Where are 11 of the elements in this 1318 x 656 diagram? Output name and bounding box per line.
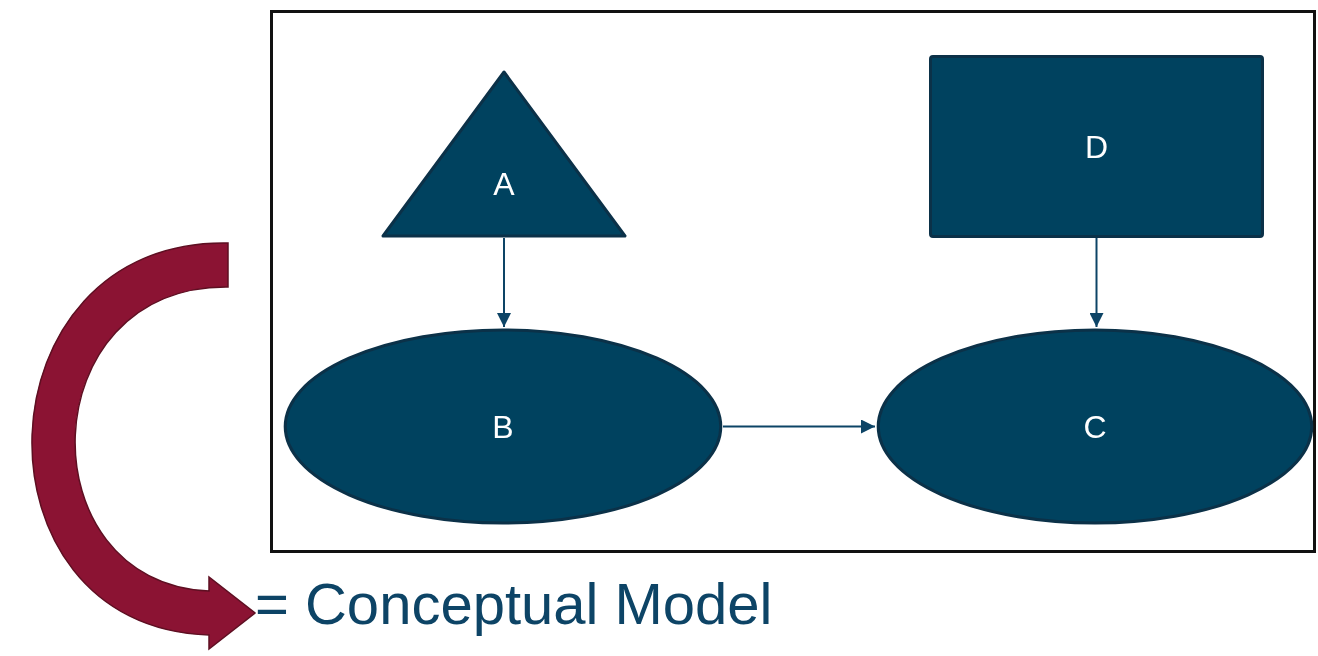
curved-arrow [31,242,256,650]
process-box [929,55,1264,238]
frame-box [270,10,1316,553]
caption-text: = Conceptual Model [255,571,773,636]
node-label: C [1083,410,1107,443]
node-label: A [493,168,515,200]
arrow [1089,237,1104,328]
node-label: B [492,410,514,443]
node-label: D [1084,130,1109,163]
arrow [497,237,511,328]
arrow [722,419,876,434]
